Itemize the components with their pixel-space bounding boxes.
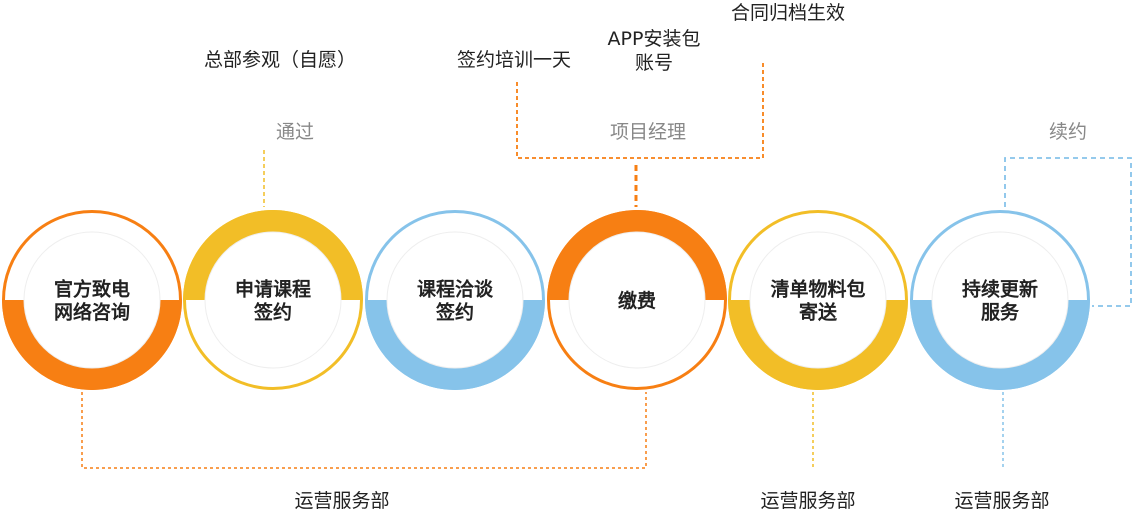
step-inner-disk	[204, 231, 342, 369]
step-4-label-line-1: 缴费	[618, 289, 656, 312]
step-2-label-line-1: 申请课程	[235, 278, 311, 301]
step-inner-disk	[23, 231, 161, 369]
step-band	[2, 300, 182, 390]
step-inner-disk	[568, 231, 706, 369]
connector-lines	[81, 60, 1132, 469]
ops-connector-1	[81, 392, 647, 469]
contract-archive-label: 合同归档生效	[731, 2, 845, 24]
project-manager-label: 项目经理	[610, 121, 686, 143]
step-5-label-line-1: 清单物料包	[770, 278, 865, 301]
account-label: 账号	[635, 52, 673, 74]
step-3-label-line-2: 签约	[435, 301, 474, 324]
step-2-label-line-2: 签约	[253, 301, 292, 324]
step-6-label-line-2: 服务	[981, 301, 1020, 324]
project-manager-connector	[516, 60, 764, 159]
step-3-label-line-1: 课程洽谈	[417, 278, 494, 301]
step-inner-disk	[931, 231, 1069, 369]
renewal-connector	[1004, 157, 1132, 307]
step-1-label-line-2: 网络咨询	[54, 301, 130, 324]
step-band	[365, 300, 545, 390]
step-1-label-line-1: 官方致电	[54, 278, 130, 301]
step-4: 缴费	[547, 210, 727, 390]
renewal-label: 续约	[1049, 121, 1087, 143]
step-band	[547, 210, 727, 300]
ops-service-label-1: 运营服务部	[294, 490, 389, 512]
app-package-label: APP安装包	[608, 28, 701, 50]
step-band	[910, 300, 1090, 390]
step-inner-disk	[749, 231, 887, 369]
step-6-label-line-1: 持续更新	[962, 278, 1038, 301]
step-5-label-line-2: 寄送	[799, 301, 838, 324]
step-band	[183, 210, 363, 300]
pass-label: 通过	[276, 121, 314, 143]
step-band	[728, 300, 908, 390]
ops-service-label-2: 运营服务部	[760, 490, 855, 512]
step-inner-disk	[386, 231, 524, 369]
annotations: 总部参观（自愿） 通过 签约培训一天 APP安装包 账号 合同归档生效 项目经理…	[204, 2, 1087, 512]
hq-visit-label: 总部参观（自愿）	[204, 49, 356, 71]
training-label: 签约培训一天	[457, 49, 571, 71]
ops-service-label-3: 运营服务部	[954, 490, 1049, 512]
